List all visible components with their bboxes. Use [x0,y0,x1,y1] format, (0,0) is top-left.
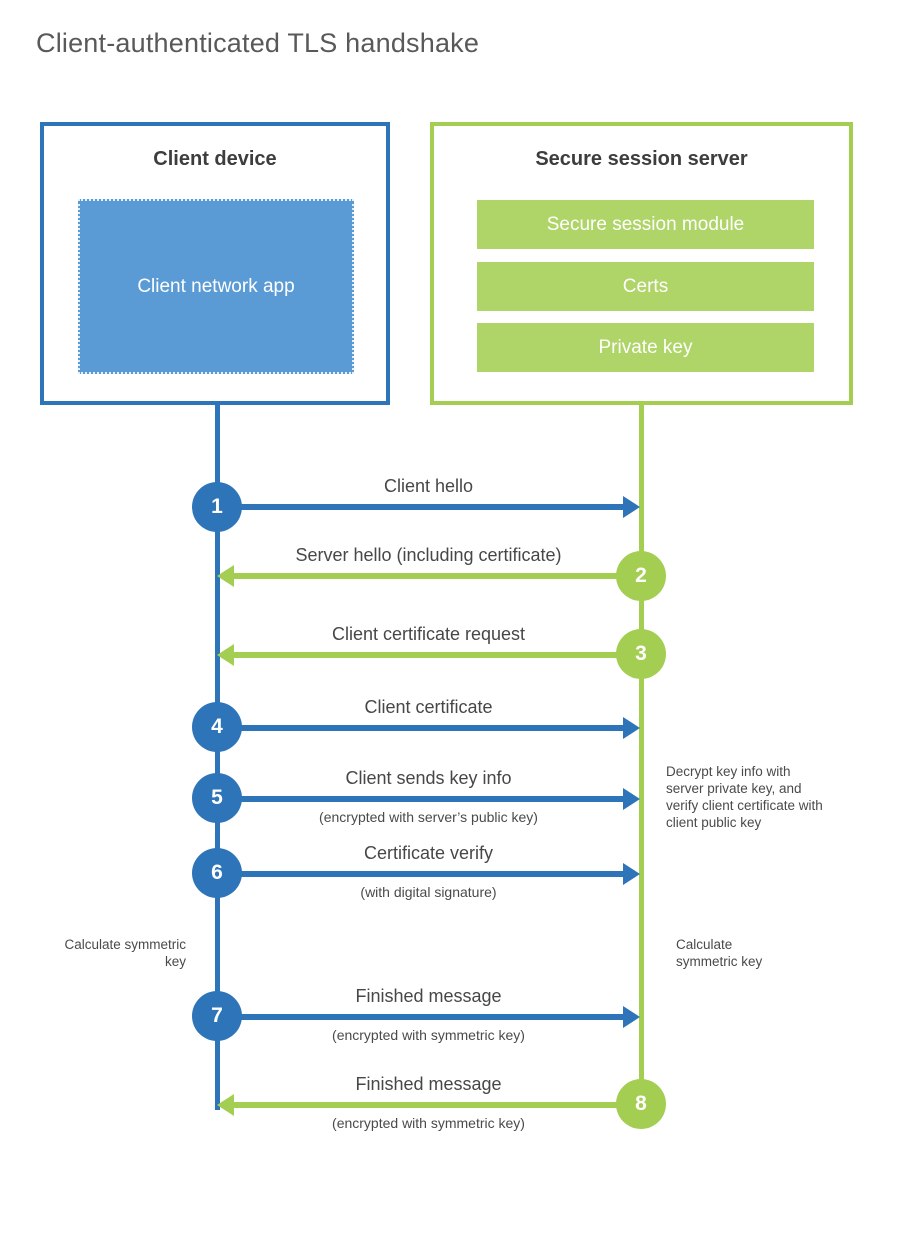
step-7-circle: 7 [192,991,242,1041]
page-title: Client-authenticated TLS handshake [36,28,480,58]
step-3-arrow [217,644,640,666]
step-number: 5 [211,786,223,809]
step-7-label: Finished message [355,986,502,1006]
step-3-label: Client certificate request [331,624,526,644]
arrow-head-right-icon [623,863,640,885]
step-1-circle: 1 [192,482,242,532]
step-2-label: Server hello (including certificate) [295,545,562,565]
step-4-circle: 4 [192,702,242,752]
arrow-head-right-icon [623,496,640,518]
server-bar-label: Certs [622,275,669,297]
step-number: 1 [211,495,223,518]
step-6-label: Certificate verify [363,843,494,863]
step-8-sublabel: (encrypted with symmetric key) [332,1115,525,1131]
step-6-circle: 6 [192,848,242,898]
arrow-head-left-icon [217,1094,234,1116]
step-number: 8 [635,1092,647,1115]
server-bar-private-key: Private key [477,323,814,372]
arrow-head-right-icon [623,1006,640,1028]
arrow-head-left-icon [217,644,234,666]
step-7-sublabel: (encrypted with symmetric key) [332,1027,525,1043]
step-4-label: Client certificate [364,697,493,717]
step-1-label: Client hello [383,476,474,496]
step-5-arrow [217,788,640,810]
step-number: 2 [635,564,647,587]
arrow-head-right-icon [623,717,640,739]
step-8-label: Finished message [355,1074,502,1094]
server-bar-label: Private key [598,336,693,358]
step-number: 6 [211,861,223,884]
step-8-circle: 8 [616,1079,666,1129]
server-bar-certs: Certs [477,262,814,311]
step-8-arrow [217,1094,640,1116]
step-5-circle: 5 [192,773,242,823]
step-5-sublabel: (encrypted with server’s public key) [319,809,538,825]
step-7-arrow [217,1006,640,1028]
secure-session-server-title: Secure session server [535,148,748,170]
client-device-box: Client device Client network app [40,122,390,405]
secure-session-server-box: Secure session server Secure session mod… [430,122,853,405]
server-lifeline [639,404,644,1104]
arrow-head-right-icon [623,788,640,810]
arrow-head-left-icon [217,565,234,587]
step-4-arrow [217,717,640,739]
step-number: 4 [211,715,223,738]
server-bar-secure-session-module: Secure session module [477,200,814,249]
step-2-circle: 2 [616,551,666,601]
step-6-sublabel: (with digital signature) [360,884,497,900]
step-number: 3 [635,642,647,665]
client-network-app-box: Client network app [78,199,354,374]
step-3-circle: 3 [616,629,666,679]
client-network-app-label: Client network app [137,275,295,297]
client-device-title: Client device [153,148,277,170]
note-calculate-symmetric-key-client: Calculate symmetric key [64,937,186,969]
step-5-label: Client sends key info [345,768,512,788]
server-bar-label: Secure session module [546,213,745,235]
step-2-arrow [217,565,640,587]
step-number: 7 [211,1004,223,1027]
client-lifeline [215,404,220,1110]
note-decrypt-key-info: Decrypt key info with server private key… [666,764,823,830]
step-6-arrow [217,863,640,885]
step-1-arrow [217,496,640,518]
note-calculate-symmetric-key-server: Calculate symmetric key [676,937,763,969]
